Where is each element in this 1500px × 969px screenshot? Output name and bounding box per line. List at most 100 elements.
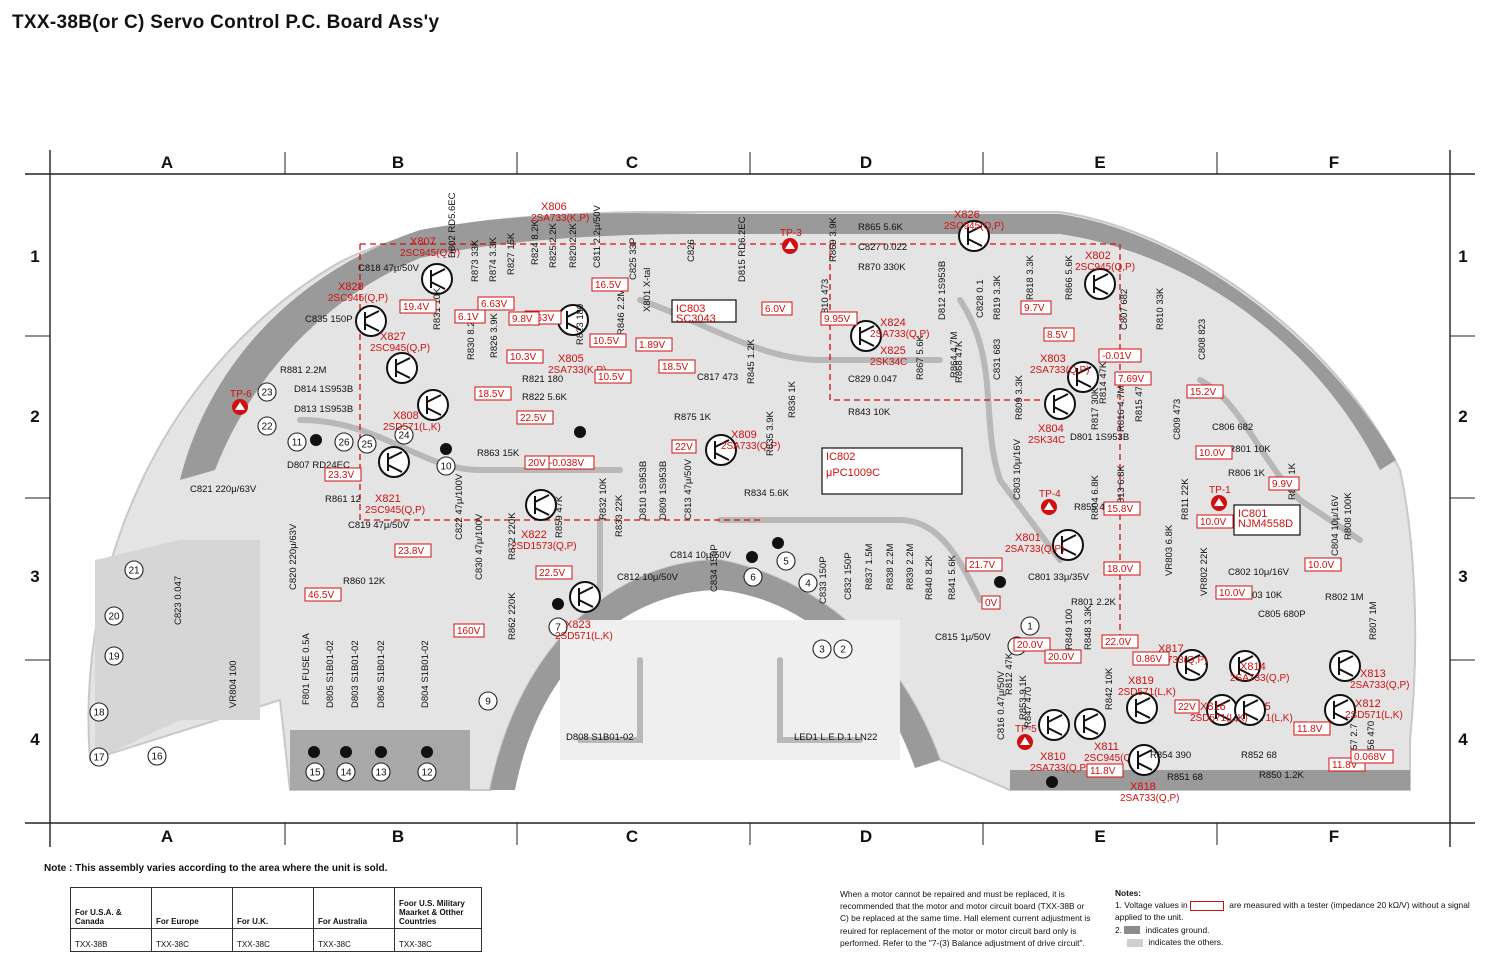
voltage-value: 10.0V xyxy=(1308,560,1334,571)
component-label: R821 180 xyxy=(522,374,563,385)
transistor-ref: X812 xyxy=(1355,698,1381,710)
note-1: 1. Voltage values in are measured with a… xyxy=(1115,899,1475,923)
voltage-reading: 19.4V xyxy=(399,299,437,314)
note-2-ground: indicates ground. xyxy=(1145,924,1210,935)
component-label: C802 10μ/16V xyxy=(1228,567,1290,578)
connector-number: 3 xyxy=(819,645,825,656)
transistor-part: 2SD571(L,K) xyxy=(1345,710,1403,721)
transistor-ref: X821 xyxy=(375,493,401,505)
voltage-reading: 9.7V xyxy=(1020,300,1052,315)
test-point: TP-1 xyxy=(1209,485,1231,511)
voltage-value: 10.0V xyxy=(1199,448,1225,459)
voltage-reading: 23.8V xyxy=(394,543,432,558)
transistor-part: 2SA733(Q,P) xyxy=(1230,673,1289,684)
transistor-part: 2SD571(L,K) xyxy=(383,422,441,433)
component-label: R811 22K xyxy=(1180,478,1191,520)
voltage-reading: 11.8V xyxy=(1293,721,1331,736)
page-title: TXX-38B(or C) Servo Control P.C. Board A… xyxy=(12,12,440,33)
voltage-reading: 18.5V xyxy=(474,386,512,401)
transistor-ref: X828 xyxy=(338,281,364,293)
voltage-value: 10.0V xyxy=(1200,517,1226,528)
solder-pad xyxy=(552,598,564,610)
component-label: R823 180 xyxy=(575,304,586,345)
voltage-reading: -0.038V xyxy=(545,455,595,470)
region-model: TXX-38C xyxy=(232,928,314,952)
component-label: R825 2.2K xyxy=(548,222,559,268)
region-header: For U.S.A. & Canada xyxy=(70,887,152,929)
component-label: C810 473 xyxy=(820,279,831,320)
component-label: C828 0.1 xyxy=(975,279,986,318)
voltage-reading: 10.0V xyxy=(1195,445,1233,460)
component-label: VR801 10K xyxy=(1222,444,1271,455)
component-label: R824 8.2K xyxy=(530,219,541,265)
voltage-value: -0.01V xyxy=(1102,351,1132,362)
component-label: R833 22K xyxy=(614,494,625,537)
connector-pad: 22 xyxy=(257,416,277,436)
component-label: VR804 100 xyxy=(228,660,239,708)
grid-column-label: B xyxy=(392,827,404,846)
component-label: C834 150P xyxy=(709,544,720,592)
connector-pad: 18 xyxy=(89,702,109,722)
voltage-value: 8.5V xyxy=(1047,330,1068,341)
voltage-value: 21.7V xyxy=(969,560,995,571)
voltage-reading: 22.5V xyxy=(516,410,554,425)
voltage-value: 9.9V xyxy=(1272,479,1293,490)
connector-number: 6 xyxy=(750,573,756,584)
component-label: R812 47K xyxy=(1004,652,1015,695)
component-label: D802 RD5.6EC xyxy=(447,192,458,258)
motor-replacement-note: When a motor cannot be repaired and must… xyxy=(840,889,1091,948)
component-label: R816 4.7M xyxy=(1116,385,1127,432)
component-label: C805 680P xyxy=(1258,609,1306,620)
component-label: R830 8.2K xyxy=(466,314,477,360)
transistor-part: 2SA733(Q,P) xyxy=(1005,544,1064,555)
component-label: R866 5.6K xyxy=(1064,254,1075,300)
component-label: D801 1S953B xyxy=(1070,432,1129,443)
solder-pad xyxy=(375,746,387,758)
transistor-part: 2SK34C xyxy=(870,357,907,368)
region-model: TXX-38B xyxy=(70,928,152,952)
voltage-value: 20.0V xyxy=(1048,652,1074,663)
region-model: TXX-38C xyxy=(151,928,233,952)
transistor-ref: X827 xyxy=(380,331,406,343)
solder-pad xyxy=(772,537,784,549)
grid-column-label: D xyxy=(860,153,872,172)
component-label: R804 6.8K xyxy=(1090,474,1101,520)
component-label: D804 S1B01-02 xyxy=(420,640,431,708)
transistor-part: 2SA733(K,P) xyxy=(531,213,589,224)
region-model: TXX-38C xyxy=(394,928,482,952)
voltage-reading: 9.8V xyxy=(508,311,540,326)
component-label: R802 1M xyxy=(1325,592,1364,603)
voltage-value: 18.5V xyxy=(662,362,688,373)
transistor-ref: X805 xyxy=(558,353,584,365)
transistor-part: 2SA733(Q,P) xyxy=(721,441,780,452)
transistor-ref: X825 xyxy=(880,345,906,357)
connector-pad: 11 xyxy=(287,432,307,452)
voltage-reading: 7.69V xyxy=(1114,371,1152,386)
voltage-reading: 10.0V xyxy=(1215,585,1253,600)
connector-pad: 10 xyxy=(436,456,456,476)
voltage-reading: 11.8V xyxy=(1086,763,1124,778)
transistor-part: 2SC945(Q,P) xyxy=(1084,753,1144,764)
solder-pad xyxy=(340,746,352,758)
connector-pad: 3 xyxy=(812,639,832,659)
voltage-reading: 10.0V xyxy=(1196,514,1234,529)
component-label: C819 47μ/50V xyxy=(348,520,410,531)
transistor-ref: X826 xyxy=(954,209,980,221)
component-label: R809 3.3K xyxy=(1014,374,1025,420)
component-label: R850 1.2K xyxy=(1259,770,1305,781)
transistor-ref: X818 xyxy=(1130,781,1156,793)
component-label: R803 10K xyxy=(1240,590,1283,601)
voltage-reading: 6.1V xyxy=(454,309,486,324)
connector-number: 7 xyxy=(555,623,561,634)
connector-pad: 23 xyxy=(257,382,277,402)
trace-block-left xyxy=(95,540,260,760)
voltage-value: -0.038V xyxy=(549,458,584,469)
